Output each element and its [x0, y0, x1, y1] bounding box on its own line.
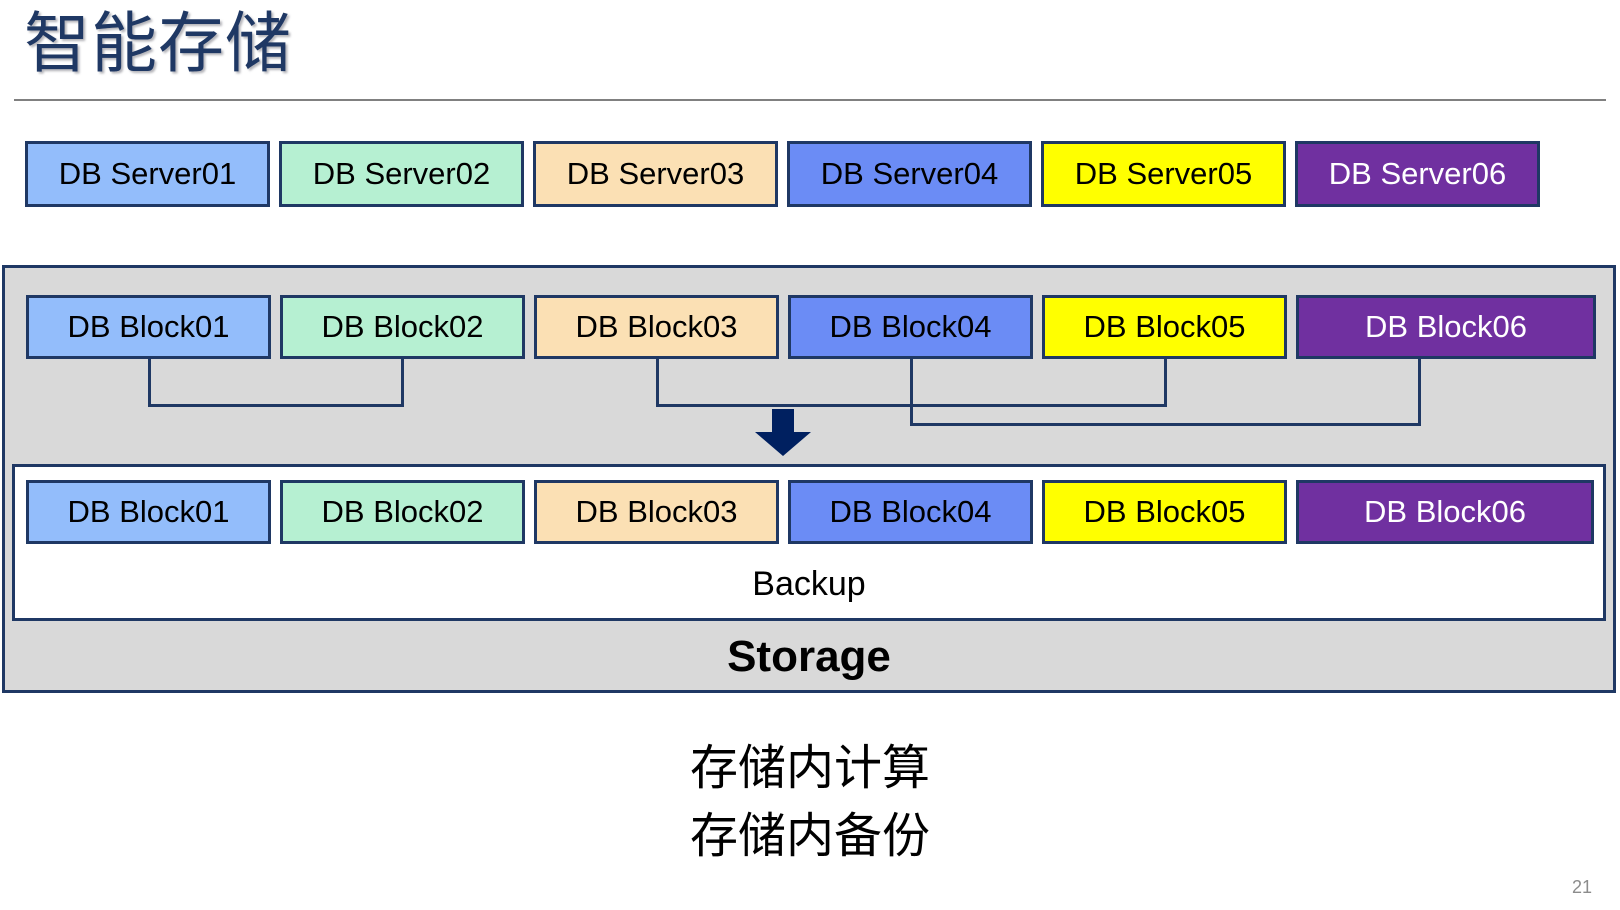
down-arrow-icon	[755, 409, 811, 456]
bracket-block03-block05-left-drop	[656, 359, 659, 404]
db-block-live-6: DB Block06	[1296, 295, 1596, 359]
storage-label: Storage	[727, 632, 891, 681]
db-block-backup-label: DB Block03	[575, 494, 738, 529]
bracket-block04-block06-left-drop	[910, 359, 913, 423]
db-block-live-4: DB Block04	[788, 295, 1033, 359]
db-server-2: DB Server02	[279, 141, 524, 207]
caption-line-2: 存储内备份	[689, 810, 930, 864]
page-number: 21	[1571, 877, 1592, 897]
caption-block: 存储内计算 存储内备份	[0, 735, 1620, 871]
db-server-4: DB Server04	[787, 141, 1032, 207]
bracket-block04-block06-right-drop	[1418, 359, 1421, 423]
title-divider	[14, 99, 1606, 101]
db-block-backup-label: DB Block01	[67, 494, 230, 529]
db-server-3: DB Server03	[533, 141, 778, 207]
db-server-label: DB Server06	[1328, 156, 1507, 191]
db-server-1: DB Server01	[25, 141, 270, 207]
db-server-label: DB Server01	[58, 156, 237, 191]
db-block-backup-2: DB Block02	[280, 480, 525, 544]
bracket-block04-block06-bar	[910, 423, 1421, 426]
db-block-live-label: DB Block03	[575, 309, 738, 344]
db-block-live-2: DB Block02	[280, 295, 525, 359]
db-server-label: DB Server03	[566, 156, 745, 191]
db-block-backup-label: DB Block04	[829, 494, 992, 529]
db-block-backup-label: DB Block02	[321, 494, 484, 529]
db-block-backup-4: DB Block04	[788, 480, 1033, 544]
db-server-6: DB Server06	[1295, 141, 1540, 207]
db-block-live-5: DB Block05	[1042, 295, 1287, 359]
bracket-block03-block05-right-drop	[1164, 359, 1167, 404]
db-block-backup-label: DB Block05	[1083, 494, 1246, 529]
caption-line-1: 存储内计算	[689, 742, 930, 795]
db-block-live-label: DB Block06	[1365, 309, 1527, 344]
db-block-live-label: DB Block01	[67, 309, 230, 344]
db-block-backup-3: DB Block03	[534, 480, 779, 544]
bracket-block01-block02-left-drop	[148, 359, 151, 404]
bracket-block01-block02-bar	[148, 404, 404, 407]
page-title: 智能存储	[24, 6, 292, 80]
db-block-backup-6: DB Block06	[1296, 480, 1594, 544]
db-server-label: DB Server04	[820, 156, 999, 191]
db-server-label: DB Server05	[1074, 156, 1253, 191]
backup-label: Backup	[752, 565, 866, 603]
db-block-live-label: DB Block02	[321, 309, 484, 344]
db-block-live-3: DB Block03	[534, 295, 779, 359]
db-block-backup-1: DB Block01	[26, 480, 271, 544]
db-block-live-label: DB Block05	[1083, 309, 1246, 344]
db-block-live-1: DB Block01	[26, 295, 271, 359]
db-server-5: DB Server05	[1041, 141, 1286, 207]
db-block-live-label: DB Block04	[829, 309, 992, 344]
db-block-backup-5: DB Block05	[1042, 480, 1287, 544]
bracket-block01-block02-right-drop	[401, 359, 404, 404]
db-block-backup-label: DB Block06	[1364, 494, 1526, 529]
db-server-label: DB Server02	[312, 156, 491, 191]
